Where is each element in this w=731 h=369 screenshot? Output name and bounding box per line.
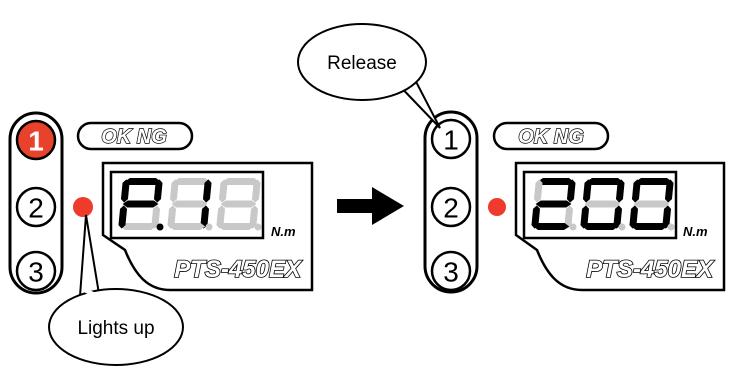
right-display-digit-3	[629, 178, 675, 231]
right-led-indicator-icon	[488, 198, 506, 216]
right-button-2: 2	[430, 186, 472, 228]
right-display-digit-1-segment-e	[531, 205, 541, 229]
left-display-digit-1-segment-b	[153, 179, 163, 203]
right-display-digit-3-segment-f	[631, 179, 641, 203]
left-led-indicator-icon	[73, 197, 93, 217]
right-display-digit-1-segment-b	[566, 179, 576, 203]
left-unit-label: N.m	[271, 224, 296, 239]
right-display-digit-2-segment-b	[615, 179, 625, 203]
right-display-digit-2	[580, 178, 626, 231]
left-button-2: 2	[15, 186, 57, 228]
left-display-digit-2-segment-d	[169, 223, 206, 230]
right-display-digit-3-segment-c	[662, 205, 672, 229]
left-display-digit-1-segment-g	[122, 200, 159, 208]
right-display-digit-3-segment-d	[631, 223, 668, 230]
right-display-digit-3-segment-b	[664, 179, 674, 203]
left-display-digit-3-segment-e	[216, 205, 226, 229]
left-callout-text: Lights up	[77, 318, 154, 339]
left-display-digit-3-segment-g	[220, 200, 257, 208]
right-callout: Release	[297, 23, 441, 129]
left-display-digit-3-dot	[254, 223, 262, 231]
left-display-digit-2-segment-c	[200, 205, 210, 229]
right-button-1-label: 1	[443, 125, 459, 156]
right-button-2-label: 2	[443, 193, 459, 224]
right-button-3: 3	[430, 250, 472, 292]
right-display-digit-2-segment-c	[613, 205, 623, 229]
left-display-digit-1-segment-e	[118, 205, 128, 229]
left-display-digit-1-dot	[156, 223, 164, 231]
left-display-digit-1	[118, 178, 164, 231]
right-display-digit-2-segment-g	[584, 200, 621, 208]
left-okng-badge: OK NG	[76, 121, 194, 151]
left-display-digit-3-segment-d	[218, 223, 255, 230]
right-okng-badge: OK NG	[492, 121, 610, 151]
left-display-digit-1-segment-d	[120, 223, 157, 230]
left-unit: 1 2 3 OK NG N.m PTS-450EX Lights up	[8, 111, 314, 366]
left-button-1: 1	[15, 119, 57, 161]
left-display-digit-3	[216, 178, 262, 231]
left-display-digit-2-segment-e	[167, 205, 177, 229]
left-display-digit-2-segment-a	[173, 178, 210, 185]
right-display-digit-3-segment-e	[629, 205, 639, 229]
left-display-digit-2	[167, 178, 213, 231]
right-display-digit-2-segment-f	[582, 179, 592, 203]
left-button-3: 3	[15, 250, 57, 292]
right-display-digit-2-segment-a	[586, 178, 623, 185]
left-display-digit-3-segment-f	[218, 179, 228, 203]
right-okng-label: OK NG	[518, 126, 584, 148]
right-display-digit-2-dot	[618, 223, 626, 231]
left-display-digit-3-segment-a	[222, 178, 259, 185]
left-display-digit-1-segment-f	[120, 179, 130, 203]
right-display-digit-3-segment-a	[635, 178, 672, 185]
arrow-right-icon	[337, 187, 404, 225]
right-unit-label: N.m	[683, 224, 708, 239]
left-display-digit-1-segment-c	[151, 205, 161, 229]
right-display-digit-3-segment-g	[633, 200, 670, 208]
right-display-digit-3-dot	[667, 223, 675, 231]
left-button-3-label: 3	[28, 257, 44, 288]
right-seven-seg-display	[531, 178, 675, 231]
left-button-1-label: 1	[28, 126, 44, 157]
right-display-digit-2-segment-e	[580, 205, 590, 229]
left-display-digit-1-segment-a	[124, 178, 161, 185]
right-display-digit-1-segment-d	[533, 223, 570, 230]
right-display-digit-1-dot	[569, 223, 577, 231]
left-display-digit-2-segment-g	[171, 200, 208, 208]
left-button-2-label: 2	[28, 193, 44, 224]
left-callout: Lights up	[48, 214, 184, 366]
left-seven-seg-display	[118, 178, 262, 231]
left-display-digit-3-segment-b	[251, 179, 261, 203]
left-okng-label: OK NG	[101, 126, 167, 148]
left-display-digit-3-segment-c	[249, 205, 259, 229]
right-callout-text: Release	[327, 53, 397, 74]
right-unit: 1 2 3 OK NG N.m PTS-450EX Release	[297, 23, 726, 294]
left-display-digit-2-segment-b	[202, 179, 212, 203]
right-model-label: PTS-450EX	[586, 256, 715, 283]
right-display-digit-1-segment-c	[564, 205, 574, 229]
right-display-digit-1-segment-g	[535, 200, 572, 208]
right-display-digit-1-segment-f	[533, 179, 543, 203]
right-display-digit-2-segment-d	[582, 223, 619, 230]
left-display-digit-2-segment-f	[169, 179, 179, 203]
right-button-1: 1	[430, 118, 472, 160]
left-display-digit-2-dot	[205, 223, 213, 231]
right-display-digit-1-segment-a	[537, 178, 574, 185]
right-display-digit-1	[531, 178, 577, 231]
right-button-3-label: 3	[443, 257, 459, 288]
left-model-label: PTS-450EX	[174, 256, 303, 283]
